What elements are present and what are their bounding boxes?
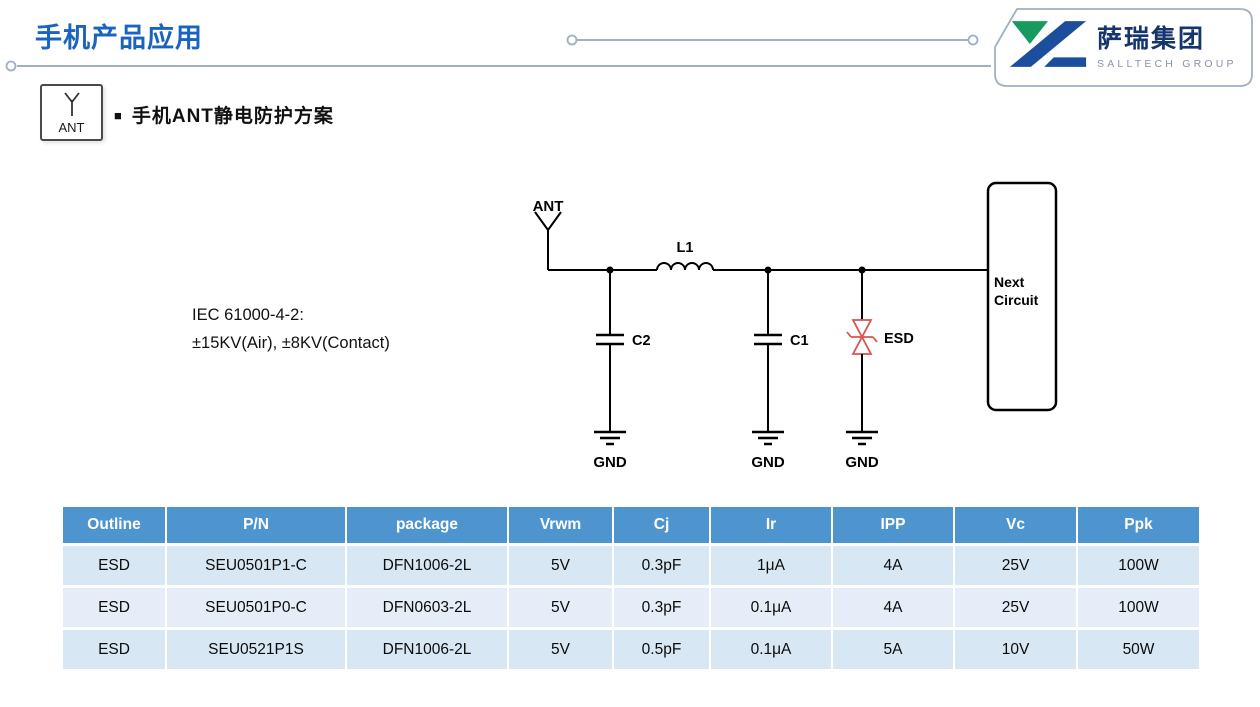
logo-text: 萨瑞集团 SALLTECH GROUP: [1097, 19, 1237, 70]
table-row: ESD SEU0521P1S DFN1006-2L 5V 0.5pF 0.1μA…: [63, 630, 1199, 669]
cap1-symbol: [754, 270, 782, 432]
table-row: ESD SEU0501P0-C DFN0603-2L 5V 0.3pF 0.1μ…: [63, 588, 1199, 627]
next-circuit-line2: Circuit: [994, 292, 1039, 308]
table-cell: 100W: [1078, 546, 1199, 585]
table-header-outline: Outline: [63, 507, 167, 543]
antenna-symbol: [534, 211, 562, 270]
table-cell: 25V: [955, 546, 1078, 585]
cap2-label: C2: [632, 333, 651, 349]
table-row: ESD SEU0501P1-C DFN1006-2L 5V 0.3pF 1μA …: [63, 546, 1199, 585]
circuit-schematic: ANT L1 C2: [533, 181, 1058, 471]
esd-tvs-symbol: [846, 319, 878, 355]
table-cell: 5V: [509, 546, 614, 585]
table-cell: 5A: [833, 630, 955, 669]
table-header-cj: Cj: [614, 507, 711, 543]
table-cell: 10V: [955, 630, 1078, 669]
table-header-vc: Vc: [955, 507, 1078, 543]
logo: 萨瑞集团 SALLTECH GROUP: [1008, 17, 1237, 71]
table-header-ir: Ir: [711, 507, 833, 543]
page-title: 手机产品应用: [35, 23, 203, 53]
logo-name-en: SALLTECH GROUP: [1097, 57, 1237, 70]
section-heading: ■ 手机ANT静电防护方案: [114, 101, 334, 128]
iec-line-2: ±15KV(Air), ±8KV(Contact): [192, 334, 390, 352]
gnd-label: GND: [593, 454, 627, 471]
table-cell: 50W: [1078, 630, 1199, 669]
table-cell: 4A: [833, 588, 955, 627]
logo-name-cn: 萨瑞集团: [1097, 24, 1206, 53]
table-cell: 5V: [509, 630, 614, 669]
table-cell: 5V: [509, 588, 614, 627]
table-cell: 100W: [1078, 588, 1199, 627]
next-circuit-box: [986, 181, 1058, 412]
next-circuit-line1: Next: [994, 274, 1025, 290]
table-header-row: Outline P/N package Vrwm Cj Ir IPP Vc Pp…: [63, 507, 1199, 543]
iec-line-1: IEC 61000-4-2:: [192, 306, 304, 324]
section-heading-text: 手机ANT静电防护方案: [131, 106, 334, 127]
table-cell: 0.1μA: [711, 588, 833, 627]
cap2-symbol: [596, 270, 624, 432]
gnd-label: GND: [845, 454, 879, 471]
table-cell: ESD: [63, 630, 167, 669]
gnd-symbol: [594, 430, 878, 446]
esd-label: ESD: [884, 331, 914, 347]
table-header-vrwm: Vrwm: [509, 507, 614, 543]
inductor-label: L1: [677, 240, 694, 256]
table-cell: 25V: [955, 588, 1078, 627]
table-header-pn: P/N: [167, 507, 347, 543]
ant-badge: ANT: [40, 84, 103, 141]
table-cell: DFN1006-2L: [347, 546, 509, 585]
iec-note: IEC 61000-4-2: ±15KV(Air), ±8KV(Contact): [192, 301, 390, 357]
heading-bullet: ■: [114, 108, 122, 123]
table-cell: DFN0603-2L: [347, 588, 509, 627]
antenna-icon: [63, 92, 80, 116]
table-cell: 4A: [833, 546, 955, 585]
header-decoration: [5, 8, 1253, 87]
table-cell: 0.3pF: [614, 588, 711, 627]
spec-table: Outline P/N package Vrwm Cj Ir IPP Vc Pp…: [63, 507, 1199, 669]
ant-badge-label: ANT: [58, 120, 85, 135]
table-cell: 1μA: [711, 546, 833, 585]
table-header-package: package: [347, 507, 509, 543]
table-cell: DFN1006-2L: [347, 630, 509, 669]
table-header-ppk: Ppk: [1078, 507, 1199, 543]
table-cell: SEU0501P0-C: [167, 588, 347, 627]
gnd-label: GND: [751, 454, 785, 471]
logo-mark-icon: [1009, 21, 1087, 67]
table-cell: 0.1μA: [711, 630, 833, 669]
table-cell: 0.3pF: [614, 546, 711, 585]
table-cell: SEU0521P1S: [167, 630, 347, 669]
table-cell: SEU0501P1-C: [167, 546, 347, 585]
circuit-ant-label: ANT: [533, 198, 564, 215]
table-header-ipp: IPP: [833, 507, 955, 543]
inductor-symbol: [656, 262, 714, 271]
table-cell: 0.5pF: [614, 630, 711, 669]
cap1-label: C1: [790, 333, 809, 349]
table-cell: ESD: [63, 546, 167, 585]
table-cell: ESD: [63, 588, 167, 627]
